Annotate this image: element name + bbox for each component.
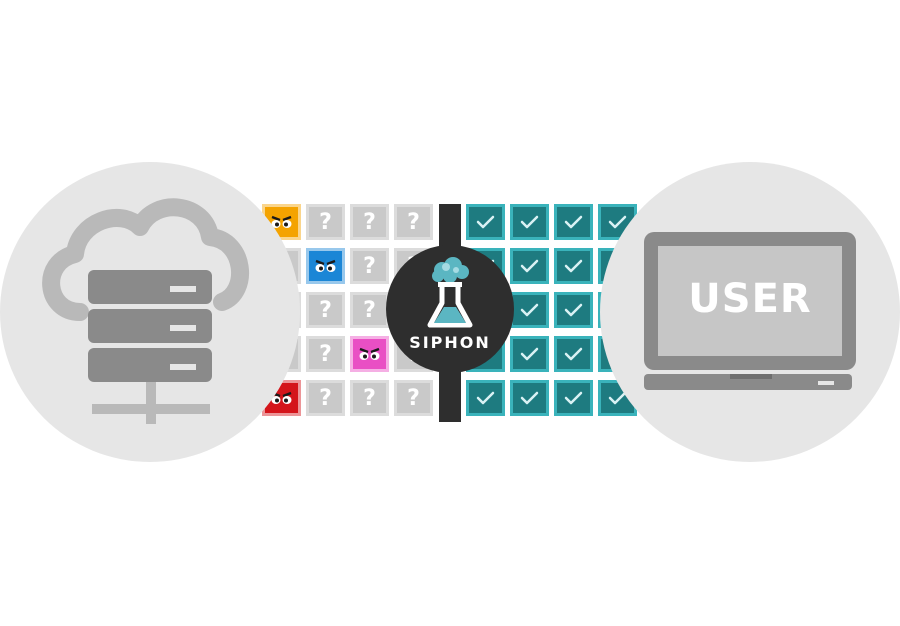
checkmark-icon (510, 204, 549, 240)
question-mark: ? (319, 386, 332, 411)
question-icon: ? (394, 380, 433, 416)
question-mark: ? (319, 210, 332, 235)
checkmark-icon (466, 204, 505, 240)
question-mark: ? (363, 298, 376, 323)
question-mark: ? (363, 254, 376, 279)
flask-icon (427, 257, 473, 328)
server-circle (0, 162, 300, 462)
question-icon: ? (306, 380, 345, 416)
network-icon (92, 382, 210, 424)
monster-face (271, 215, 292, 228)
question-icon: ? (350, 292, 389, 328)
checkmark-icon (554, 204, 593, 240)
question-icon: ? (306, 292, 345, 328)
question-mark: ? (363, 386, 376, 411)
monster-face (315, 259, 336, 272)
monster-icon (306, 248, 345, 284)
checkmark-icon (510, 292, 549, 328)
siphon-badge: SIPHON (386, 245, 514, 373)
laptop-icon (644, 232, 856, 390)
checkmark-icon (510, 248, 549, 284)
checkmark-icon (554, 248, 593, 284)
checkmark-icon (554, 380, 593, 416)
cloud-server-icon (42, 198, 249, 424)
checkmark-icon (466, 380, 505, 416)
checkmark-icon (510, 380, 549, 416)
user-label: USER (688, 276, 812, 322)
checkmark-icon (510, 336, 549, 372)
question-icon: ? (350, 248, 389, 284)
checkmark-icon (554, 292, 593, 328)
question-mark: ? (363, 210, 376, 235)
question-mark: ? (319, 342, 332, 367)
question-icon: ? (350, 380, 389, 416)
question-mark: ? (407, 386, 420, 411)
monster-icon (350, 336, 389, 372)
checkmark-icon (554, 336, 593, 372)
question-mark: ? (407, 210, 420, 235)
cloud-icon (42, 198, 249, 321)
question-mark: ? (319, 298, 332, 323)
user-circle (600, 162, 900, 462)
server-icon (88, 270, 212, 382)
siphon-label: SIPHON (409, 333, 491, 352)
question-icon: ? (350, 204, 389, 240)
question-icon: ? (306, 336, 345, 372)
question-icon: ? (394, 204, 433, 240)
question-icon: ? (306, 204, 345, 240)
monster-face (359, 347, 380, 360)
